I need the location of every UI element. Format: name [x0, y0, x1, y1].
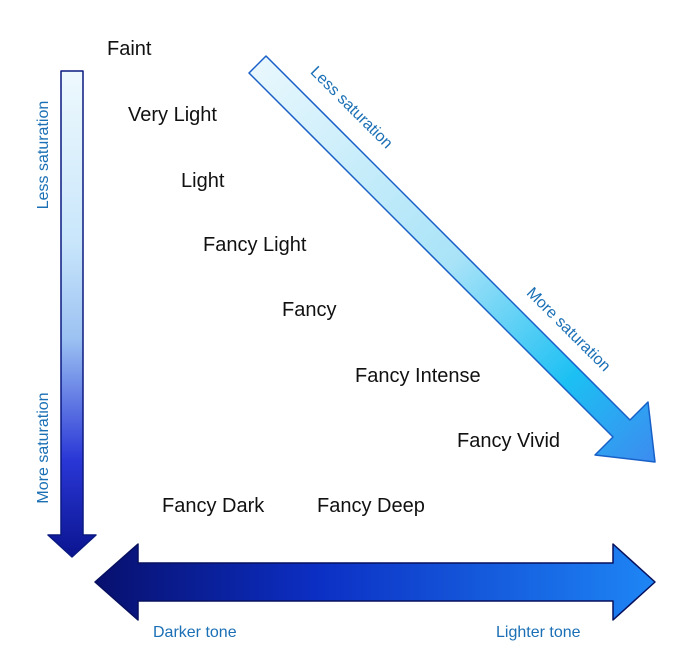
grade-label-light: Light	[181, 170, 225, 192]
grade-label-fancy: Fancy	[282, 299, 337, 321]
vertical-saturation-arrow	[47, 70, 97, 558]
grade-label-fancy-intense: Fancy Intense	[355, 365, 481, 387]
horizontal-tone-arrow	[94, 543, 656, 621]
grade-label-faint: Faint	[107, 38, 152, 60]
grade-label-fancy-light: Fancy Light	[203, 234, 307, 256]
horizontal-left-label: Darker tone	[153, 624, 237, 641]
grade-label-fancy-vivid: Fancy Vivid	[457, 430, 561, 452]
grade-label-fancy-deep: Fancy Deep	[317, 495, 425, 517]
horizontal-right-label: Lighter tone	[496, 624, 581, 641]
grade-label-very-light: Very Light	[128, 104, 217, 126]
vertical-bottom-label: More saturation	[35, 392, 52, 503]
diagonal-saturation-arrow	[248, 55, 656, 463]
vertical-top-label: Less saturation	[35, 101, 52, 210]
grade-label-fancy-dark: Fancy Dark	[162, 495, 265, 517]
